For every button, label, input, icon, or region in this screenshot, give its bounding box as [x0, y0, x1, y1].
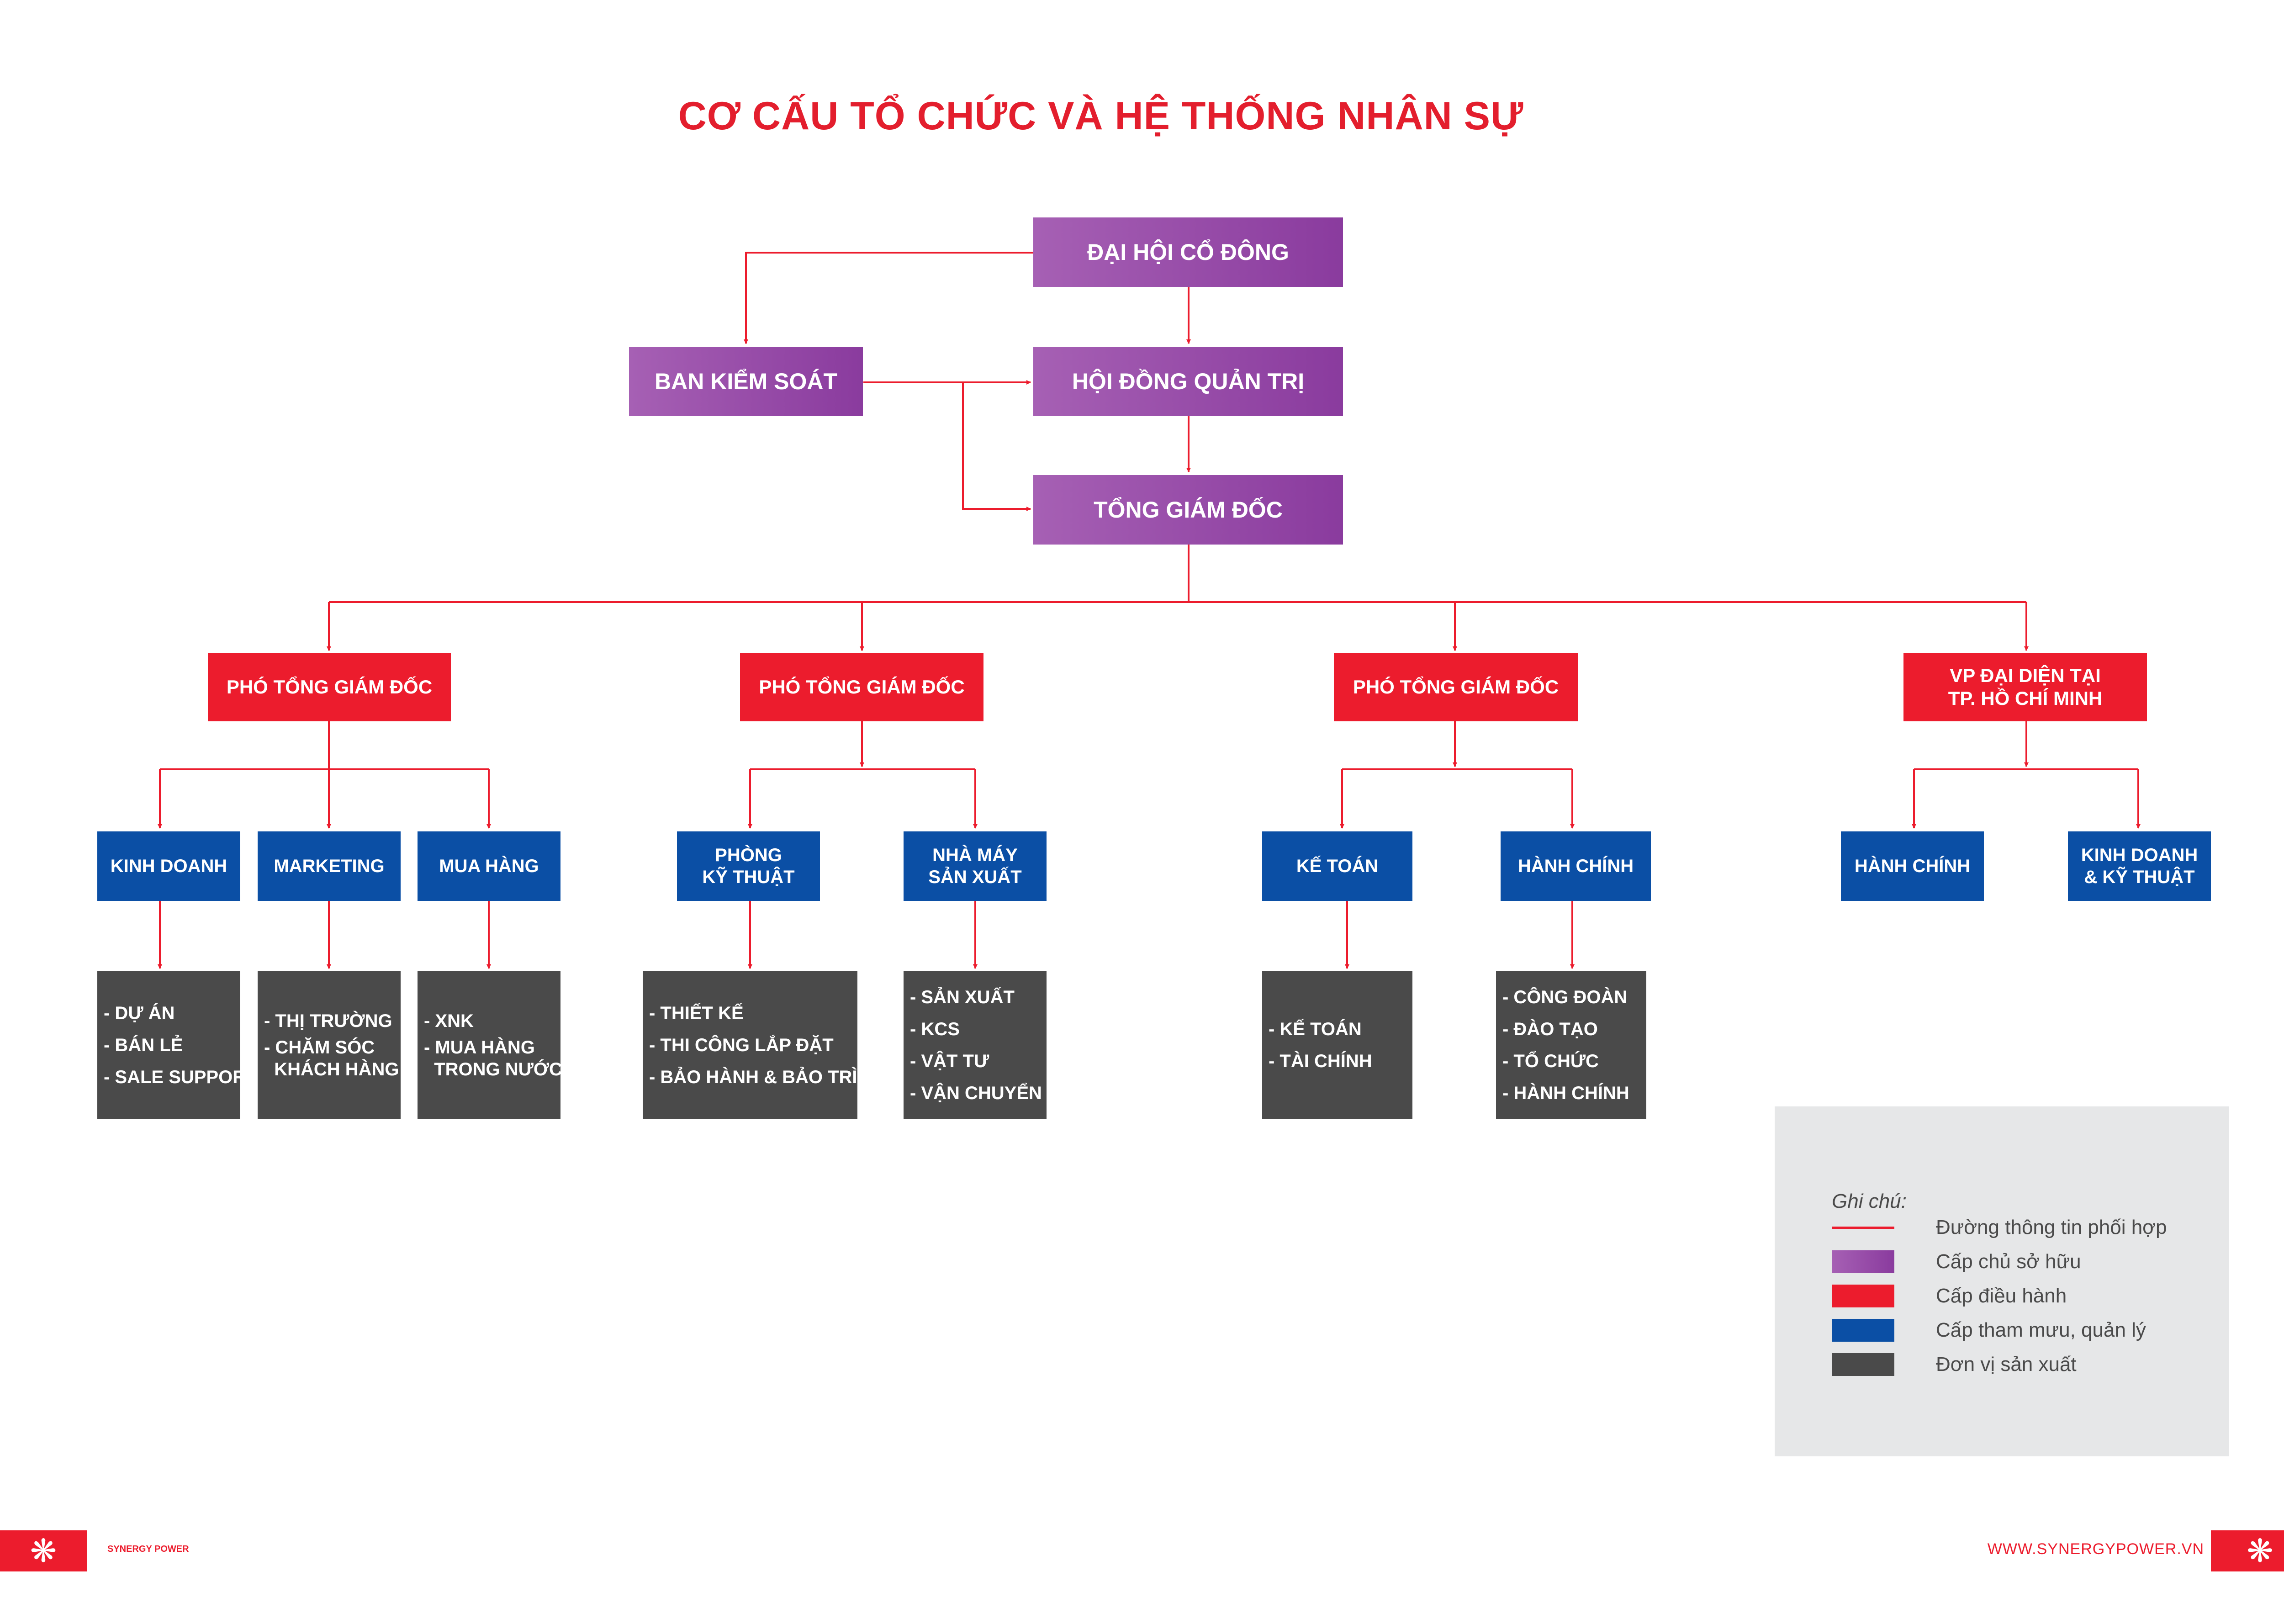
- dept-hcmc-sales-tech: KINH DOANH & KỸ THUẬT: [2068, 831, 2211, 901]
- footer-logo-right: ❋: [2211, 1530, 2284, 1571]
- legend-swatch: [1832, 1353, 1894, 1376]
- legend-item-staff: Cấp tham mưu, quản lý: [1832, 1319, 2146, 1342]
- company-logo-icon: ❋: [2247, 1533, 2273, 1569]
- legend-label: Cấp điều hành: [1936, 1285, 2067, 1307]
- page-title: CƠ CẤU TỔ CHỨC VÀ HỆ THỐNG NHÂN SỰ: [678, 94, 1524, 138]
- legend-item-unit: Đơn vị sản xuất: [1832, 1353, 2077, 1376]
- supervisory-box: BAN KIỂM SOÁT: [629, 347, 863, 416]
- legend-swatch: [1832, 1285, 1894, 1307]
- unit-item: - SẢN XUẤT: [910, 987, 1015, 1007]
- legend-item-owner: Cấp chủ sở hữu: [1832, 1250, 2081, 1273]
- dept-admin: HÀNH CHÍNH: [1501, 831, 1651, 901]
- unit-item: - KẾ TOÁN: [1269, 1019, 1362, 1039]
- footer-logo-left: ❋: [0, 1530, 87, 1571]
- unit-item: - THI CÔNG LẮP ĐẶT: [649, 1035, 834, 1055]
- unit-item: - THỊ TRƯỜNG: [264, 1011, 392, 1031]
- dept-accounting: KẾ TOÁN: [1262, 831, 1412, 901]
- unit-factory: - SẢN XUẤT - KCS - VẬT TƯ - VẬN CHUYỂN: [904, 971, 1047, 1119]
- legend-label: Đường thông tin phối hợp: [1936, 1216, 2167, 1238]
- legend-item-executive: Cấp điều hành: [1832, 1285, 2067, 1307]
- unit-item: - CÔNG ĐOÀN: [1502, 987, 1628, 1007]
- unit-accounting: - KẾ TOÁN - TÀI CHÍNH: [1262, 971, 1412, 1119]
- legend-label: Cấp tham mưu, quản lý: [1936, 1319, 2146, 1341]
- unit-item: - BÁN LẺ: [104, 1035, 183, 1055]
- unit-item: - VẬN CHUYỂN: [910, 1083, 1042, 1103]
- unit-item: - THIẾT KẾ: [649, 1003, 744, 1023]
- unit-item: - ĐÀO TẠO: [1502, 1019, 1598, 1039]
- footer-brand: SYNERGY POWER: [107, 1544, 189, 1554]
- unit-item: - XNK: [424, 1011, 474, 1031]
- dept-technical: PHÒNG KỸ THUẬT: [677, 831, 820, 901]
- connector: [744, 252, 1033, 344]
- shareholders-box: ĐẠI HỘI CỔ ĐÔNG: [1033, 217, 1343, 287]
- unit-item: - KCS: [910, 1019, 960, 1039]
- dept-sales: KINH DOANH: [97, 831, 240, 901]
- unit-item: - TÀI CHÍNH: [1269, 1051, 1372, 1071]
- dept-marketing: MARKETING: [258, 831, 401, 901]
- deputy-ceo-3-box: PHÓ TỔNG GIÁM ĐỐC: [1334, 653, 1578, 721]
- unit-item: - TỔ CHỨC: [1502, 1051, 1599, 1071]
- unit-item: - SALE SUPPORT: [104, 1067, 257, 1087]
- hcmc-office-box: VP ĐẠI DIỆN TẠI TP. HỒ CHÍ MINH: [1903, 653, 2147, 721]
- legend-swatch: [1832, 1319, 1894, 1342]
- deputy-ceo-1-box: PHÓ TỔNG GIÁM ĐỐC: [208, 653, 451, 721]
- unit-item: - BẢO HÀNH & BẢO TRÌ: [649, 1067, 857, 1087]
- legend-swatch: [1832, 1250, 1894, 1273]
- dept-factory: NHÀ MÁY SẢN XUẤT: [904, 831, 1047, 901]
- legend-panel: Ghi chú: Đường thông tin phối hợp Cấp ch…: [1775, 1106, 2229, 1456]
- dept-hcmc-admin: HÀNH CHÍNH: [1841, 831, 1984, 901]
- deputy-ceo-2-box: PHÓ TỔNG GIÁM ĐỐC: [740, 653, 983, 721]
- legend-swatch: [1832, 1226, 1894, 1229]
- dept-purchasing: MUA HÀNG: [418, 831, 560, 901]
- legend-heading: Ghi chú:: [1832, 1190, 1907, 1212]
- unit-marketing: - THỊ TRƯỜNG - CHĂM SÓC KHÁCH HÀNG: [258, 971, 401, 1119]
- footer-website[interactable]: WWW.SYNERGYPOWER.VN: [1987, 1540, 2204, 1558]
- unit-item: - HÀNH CHÍNH: [1502, 1083, 1629, 1103]
- unit-technical: - THIẾT KẾ - THI CÔNG LẮP ĐẶT - BẢO HÀNH…: [643, 971, 857, 1119]
- unit-item: - VẬT TƯ: [910, 1051, 989, 1071]
- ceo-box: TỔNG GIÁM ĐỐC: [1033, 475, 1343, 545]
- connector: [962, 382, 1031, 511]
- unit-sales: - DỰ ÁN - BÁN LẺ - SALE SUPPORT: [97, 971, 257, 1119]
- unit-item: - DỰ ÁN: [104, 1003, 175, 1023]
- unit-admin: - CÔNG ĐOÀN - ĐÀO TẠO - TỔ CHỨC - HÀNH C…: [1496, 971, 1646, 1119]
- legend-item-line: Đường thông tin phối hợp: [1832, 1216, 2167, 1239]
- company-logo-icon: ❋: [30, 1533, 57, 1569]
- legend-label: Cấp chủ sở hữu: [1936, 1250, 2081, 1273]
- legend-label: Đơn vị sản xuất: [1936, 1353, 2077, 1375]
- board-box: HỘI ĐỒNG QUẢN TRỊ: [1033, 347, 1343, 416]
- unit-item: - CHĂM SÓC KHÁCH HÀNG: [264, 1037, 399, 1079]
- unit-purchasing: - XNK - MUA HÀNG TRONG NƯỚC: [418, 971, 562, 1119]
- unit-item: - MUA HÀNG TRONG NƯỚC: [424, 1037, 562, 1079]
